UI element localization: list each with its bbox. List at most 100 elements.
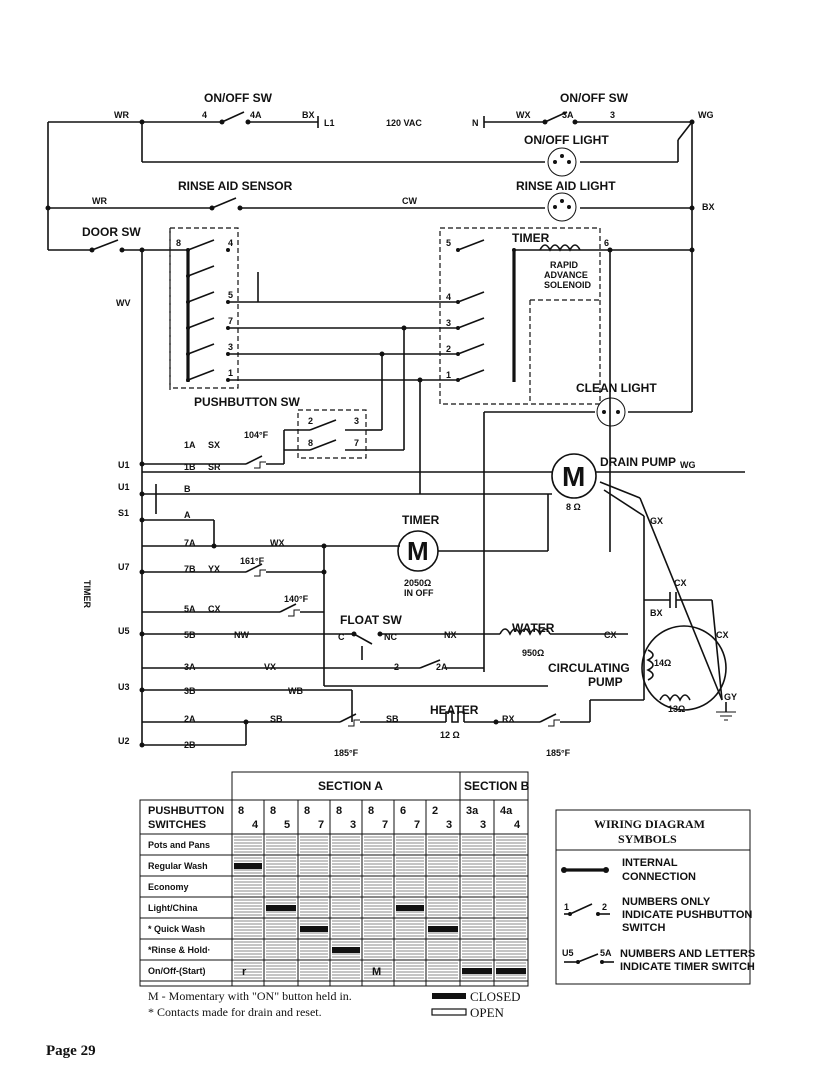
col-header-bottom: 7	[382, 819, 388, 831]
table-row-label: * Quick Wash	[148, 924, 205, 934]
table-row-label: *Rinse & Hold·	[148, 945, 211, 955]
col-header-bottom: 5	[284, 819, 290, 831]
closed-contact-bar	[396, 905, 424, 911]
col-header-top: 8	[270, 805, 276, 817]
pb-small-8: 8	[308, 438, 313, 448]
col-header-top: 3a	[466, 805, 479, 817]
term-s1: S1	[118, 508, 129, 518]
note-momentary: M - Momentary with "ON" button held in.	[148, 989, 352, 1003]
closed-contact-bar	[266, 905, 296, 911]
contact-1b: 1B	[184, 462, 196, 472]
symbols-title-1: WIRING DIAGRAM	[594, 817, 705, 831]
section-b-label: SECTION B	[464, 779, 530, 793]
closed-contact-bar	[496, 968, 526, 974]
term-u3: U3	[118, 682, 130, 692]
wire-sb-2: SB	[386, 714, 399, 724]
symbol-numonly-3: SWITCH	[622, 922, 665, 934]
wire-yx: YX	[208, 564, 220, 574]
col-header-bottom: 4	[514, 819, 521, 831]
cell-mark: r	[242, 966, 247, 978]
wire-rx: RX	[502, 714, 515, 724]
onoff-sw-right-label: ON/OFF SW	[560, 91, 629, 105]
timer-motor-label: TIMER	[402, 513, 440, 527]
symbol-numlet-2: INDICATE TIMER SWITCH	[620, 961, 755, 973]
rapid-label-3: SOLENOID	[544, 280, 592, 290]
contact-7b: 7B	[184, 564, 196, 574]
heater-label: HEATER	[430, 703, 479, 717]
timer-label: TIMER	[512, 231, 550, 245]
ohm-13: 13Ω	[668, 704, 685, 714]
door-sw-label: DOOR SW	[82, 225, 141, 239]
wire-wx-2: WX	[270, 538, 285, 548]
timer-term-3: 3	[446, 318, 451, 328]
wire-gy: GY	[724, 692, 737, 702]
pb-term-4: 4	[228, 238, 233, 248]
col-header-bottom: 3	[480, 819, 486, 831]
term-4a: 4A	[250, 110, 262, 120]
symbol-internal-2: CONNECTION	[622, 871, 696, 883]
float-nc: NC	[384, 632, 397, 642]
rapid-label-2: ADVANCE	[544, 270, 588, 280]
timer-switch-block	[439, 227, 695, 552]
float-c: C	[338, 632, 345, 642]
contact-1a: 1A	[184, 440, 196, 450]
wire-vx: VX	[264, 662, 276, 672]
float-2: 2	[394, 662, 399, 672]
timer-term-2: 2	[446, 344, 451, 354]
timer-term-1: 1	[446, 370, 451, 380]
table-row-label: Pots and Pans	[148, 840, 210, 850]
col-header-top: 6	[400, 805, 406, 817]
wire-wr-2: WR	[92, 196, 107, 206]
pb-term-1: 1	[228, 368, 233, 378]
wire-bx-2: BX	[702, 202, 715, 212]
pb-small-3: 3	[354, 416, 359, 426]
wire-cx: CX	[208, 604, 221, 614]
col-header-top: 8	[368, 805, 374, 817]
term-u2: U2	[118, 736, 130, 746]
wire-gx: GX	[650, 516, 663, 526]
switch-table: SECTION A SECTION B PUSHBUTTON SWITCHES …	[139, 771, 530, 987]
wire-cx-4: CX	[716, 630, 729, 640]
rinse-aid-sensor-label: RINSE AID SENSOR	[178, 179, 293, 193]
wire-wb: WB	[288, 686, 303, 696]
contact-2a: 2A	[184, 714, 196, 724]
symbol-ex-2: 2	[602, 902, 607, 912]
symbol-internal-1: INTERNAL	[622, 857, 678, 869]
thermo-185-a: 185°F	[334, 748, 359, 758]
contact-b: B	[184, 484, 191, 494]
float-2a: 2A	[436, 662, 448, 672]
timer-motor-m: M	[407, 536, 429, 566]
col-header-top: 2	[432, 805, 438, 817]
contact-5a: 5A	[184, 604, 196, 614]
contact-2b: 2B	[184, 740, 196, 750]
symbol-ex-5a: 5A	[600, 948, 612, 958]
section-a-label: SECTION A	[318, 779, 383, 793]
heater-ohm: 12 Ω	[440, 730, 460, 740]
legend-closed-swatch	[432, 993, 466, 999]
term-u7: U7	[118, 562, 130, 572]
timer-term-4: 4	[446, 292, 451, 302]
symbol-ex-1: 1	[564, 902, 569, 912]
timer-term-5: 5	[446, 238, 451, 248]
term-3: 3	[610, 110, 615, 120]
water-label: WATER	[512, 621, 555, 635]
contact-3a: 3A	[184, 662, 196, 672]
symbol-numlet-1: NUMBERS AND LETTERS	[620, 948, 755, 960]
thermo-104: 104°F	[244, 430, 269, 440]
float-sw-label: FLOAT SW	[340, 613, 402, 627]
wire-wg: WG	[698, 110, 714, 120]
symbol-numonly-2: INDICATE PUSHBUTTON	[622, 909, 752, 921]
wire-cx-2: CX	[604, 630, 617, 640]
wire-nx: NX	[444, 630, 457, 640]
lower-circuit	[139, 328, 745, 748]
rinse-aid-light-label: RINSE AID LIGHT	[516, 179, 616, 193]
drain-pump-m: M	[562, 461, 585, 492]
col-header-bottom: 4	[252, 819, 259, 831]
page-number: Page 29	[46, 1043, 96, 1059]
wire-wx: WX	[516, 110, 531, 120]
closed-contact-bar	[462, 968, 492, 974]
closed-contact-bar	[300, 926, 328, 932]
symbols-title-2: SYMBOLS	[618, 832, 677, 846]
symbol-ex-u5: U5	[562, 948, 574, 958]
term-n: N	[472, 118, 479, 128]
